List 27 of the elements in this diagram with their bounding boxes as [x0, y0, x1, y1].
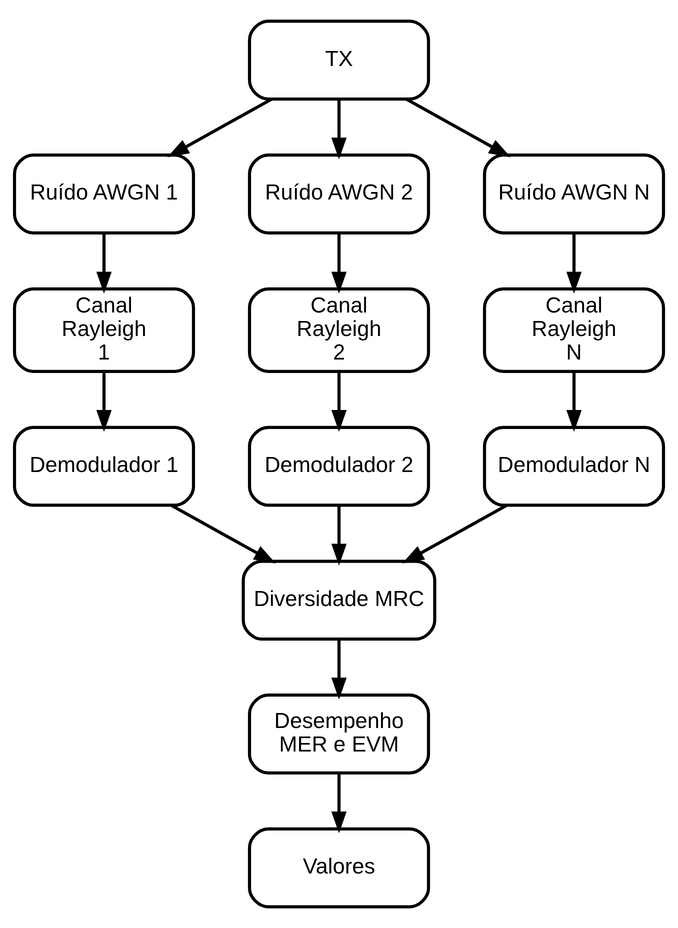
arrow — [96, 372, 112, 432]
arrow — [331, 640, 347, 700]
node-box: Demodulador N — [482, 426, 666, 507]
node-box: Canal Rayleigh 1 — [12, 287, 196, 373]
node-box: Desempenho MER e EVM — [248, 694, 430, 774]
arrow — [96, 233, 112, 294]
arrow — [402, 504, 508, 564]
node-box: Valores — [248, 827, 430, 908]
node-box: Ruído AWGN 1 — [12, 154, 196, 234]
node-box: Diversidade MRC — [242, 560, 436, 641]
arrow — [566, 233, 582, 294]
node-box: Demodulador 1 — [12, 426, 196, 507]
arrow — [566, 372, 582, 432]
arrow — [406, 98, 511, 158]
node-box: Canal Rayleigh 2 — [248, 287, 430, 373]
node-box: TX — [248, 20, 430, 101]
node-box: Canal Rayleigh N — [482, 287, 666, 373]
arrow — [170, 504, 276, 564]
node-box: Ruído AWGN 2 — [248, 154, 430, 234]
arrow — [331, 233, 347, 294]
arrow — [331, 100, 347, 160]
arrow — [331, 372, 347, 432]
arrow — [167, 98, 272, 158]
arrow — [331, 773, 347, 834]
arrow — [331, 506, 347, 566]
node-box: Demodulador 2 — [248, 426, 430, 507]
node-box: Ruído AWGN N — [482, 154, 666, 234]
